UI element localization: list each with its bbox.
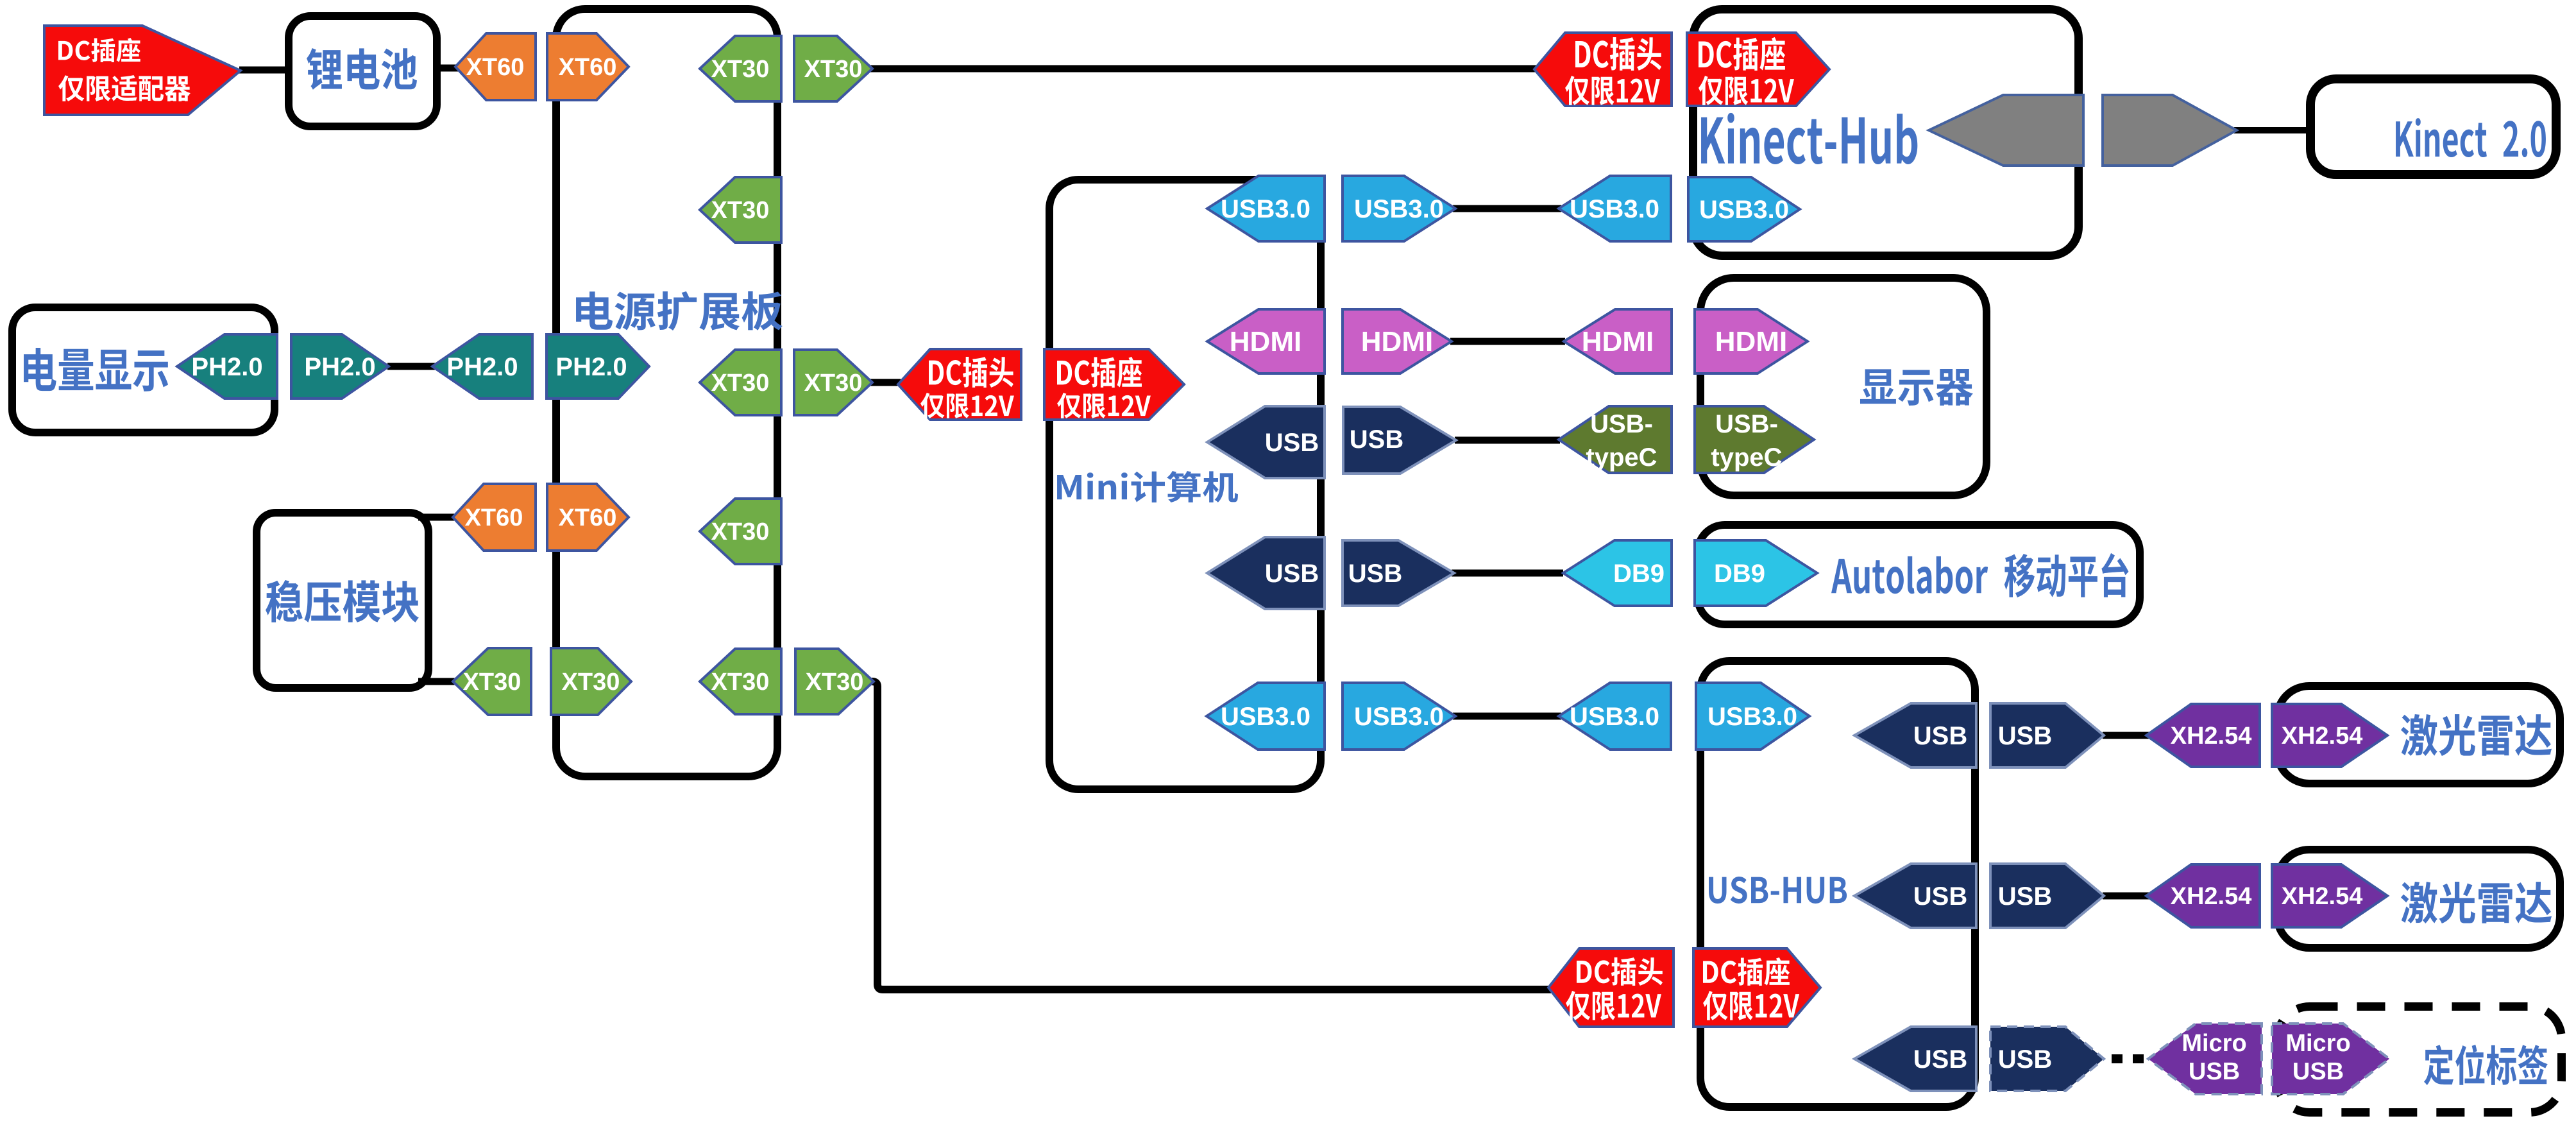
svg-text:XT30: XT30 bbox=[804, 56, 863, 83]
svg-text:USB: USB bbox=[1350, 425, 1403, 454]
svg-text:HDMI: HDMI bbox=[1715, 326, 1787, 357]
svg-text:USB: USB bbox=[1348, 560, 1402, 588]
svg-text:XT60: XT60 bbox=[465, 504, 523, 531]
svg-text:USB: USB bbox=[1998, 1045, 2052, 1074]
svg-text:XT30: XT30 bbox=[711, 519, 770, 545]
svg-text:XT30: XT30 bbox=[463, 669, 521, 696]
svg-text:USB3.0: USB3.0 bbox=[1570, 703, 1659, 731]
svg-text:USB: USB bbox=[2292, 1058, 2344, 1085]
svg-text:USB: USB bbox=[1998, 722, 2052, 750]
svg-text:HDMI: HDMI bbox=[1361, 326, 1433, 357]
svg-text:PH2.0: PH2.0 bbox=[555, 353, 627, 381]
svg-text:HDMI: HDMI bbox=[1230, 326, 1301, 357]
svg-text:XT60: XT60 bbox=[466, 54, 525, 81]
svg-text:XT30: XT30 bbox=[806, 669, 864, 696]
svg-text:USB: USB bbox=[1913, 882, 1967, 911]
svg-text:typeC: typeC bbox=[1586, 443, 1657, 472]
svg-text:typeC: typeC bbox=[1711, 443, 1782, 472]
svg-text:USB: USB bbox=[1998, 882, 2052, 911]
svg-text:PH2.0: PH2.0 bbox=[446, 353, 518, 381]
svg-text:XH2.54: XH2.54 bbox=[2282, 723, 2363, 750]
svg-text:USB-: USB- bbox=[1715, 410, 1778, 438]
svg-text:USB3.0: USB3.0 bbox=[1354, 195, 1444, 223]
svg-text:USB: USB bbox=[1913, 722, 1967, 750]
svg-text:XT30: XT30 bbox=[711, 669, 770, 696]
svg-text:USB3.0: USB3.0 bbox=[1221, 195, 1310, 223]
svg-text:XH2.54: XH2.54 bbox=[2171, 723, 2252, 750]
svg-text:Micro: Micro bbox=[2182, 1030, 2246, 1057]
svg-text:XT30: XT30 bbox=[711, 370, 770, 397]
svg-text:USB: USB bbox=[1265, 560, 1319, 588]
svg-text:DB9: DB9 bbox=[1714, 560, 1765, 588]
svg-text:USB-: USB- bbox=[1590, 410, 1653, 438]
svg-text:USB3.0: USB3.0 bbox=[1354, 703, 1444, 731]
svg-text:XT60: XT60 bbox=[559, 504, 617, 531]
svg-text:XT30: XT30 bbox=[562, 669, 620, 696]
svg-text:USB3.0: USB3.0 bbox=[1699, 196, 1789, 224]
svg-text:XT60: XT60 bbox=[559, 54, 617, 81]
svg-text:USB3.0: USB3.0 bbox=[1570, 195, 1659, 223]
svg-text:XT30: XT30 bbox=[804, 370, 863, 397]
svg-text:XH2.54: XH2.54 bbox=[2171, 883, 2252, 910]
svg-text:PH2.0: PH2.0 bbox=[191, 353, 262, 381]
svg-text:XT30: XT30 bbox=[711, 56, 770, 83]
svg-text:Micro: Micro bbox=[2285, 1030, 2350, 1057]
svg-text:USB3.0: USB3.0 bbox=[1707, 703, 1797, 731]
svg-text:XH2.54: XH2.54 bbox=[2282, 883, 2363, 910]
svg-text:XT30: XT30 bbox=[711, 197, 770, 224]
svg-text:PH2.0: PH2.0 bbox=[304, 353, 375, 381]
svg-text:HDMI: HDMI bbox=[1582, 326, 1654, 357]
svg-text:USB: USB bbox=[1265, 429, 1319, 457]
svg-text:USB: USB bbox=[2189, 1058, 2240, 1085]
svg-text:USB: USB bbox=[1913, 1045, 1967, 1074]
svg-text:DB9: DB9 bbox=[1613, 560, 1665, 588]
svg-text:USB3.0: USB3.0 bbox=[1221, 703, 1310, 731]
